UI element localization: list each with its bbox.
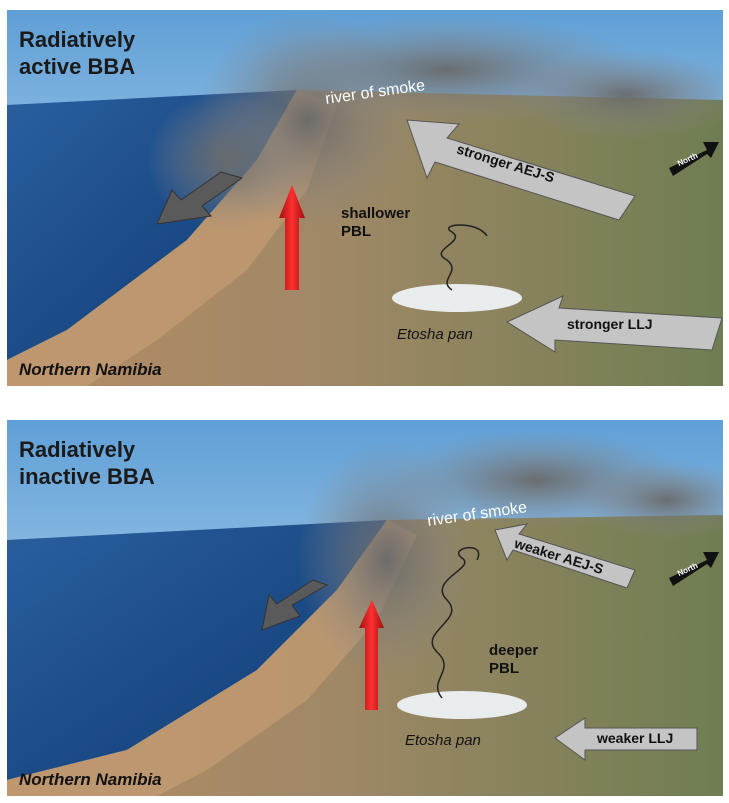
etosha-pan-label: Etosha pan xyxy=(397,326,473,343)
pbl-label: shallower PBL xyxy=(341,205,411,240)
llj-label: stronger LLJ xyxy=(567,316,653,332)
turbulence-swirl xyxy=(440,224,488,291)
turbulence-swirl xyxy=(431,547,480,699)
aej-arrow xyxy=(406,119,636,221)
ocean xyxy=(7,520,387,780)
updraft-arrow xyxy=(279,185,305,290)
llj-label: weaker LLJ xyxy=(597,730,674,746)
outflow-arrow xyxy=(261,579,329,631)
panel-radiatively-inactive: Radiatively inactive BBA Northern Namibi… xyxy=(7,420,723,796)
north-arrow xyxy=(669,142,719,176)
landscape-scene xyxy=(7,10,723,386)
region-label: Northern Namibia xyxy=(19,770,162,789)
etosha-pan-label: Etosha pan xyxy=(405,732,481,749)
etosha-pan-shape xyxy=(397,691,527,719)
panel-title: Radiatively active BBA xyxy=(19,27,136,79)
llj-arrow xyxy=(554,717,698,761)
smoke-plume xyxy=(507,50,723,140)
north-arrow xyxy=(669,552,719,586)
outflow-arrow xyxy=(156,171,244,225)
panel-radiatively-active: Radiatively active BBA Northern Namibia … xyxy=(7,10,723,386)
etosha-pan-shape xyxy=(392,284,522,312)
region-label: Northern Namibia xyxy=(19,360,162,379)
llj-arrow xyxy=(505,295,723,353)
aej-arrow xyxy=(494,523,636,589)
panel-title: Radiatively inactive BBA xyxy=(19,437,155,489)
pbl-label: deeper PBL xyxy=(489,642,539,677)
smoke-plume xyxy=(577,460,723,540)
smoke-plume xyxy=(147,90,307,230)
landscape-scene xyxy=(7,420,723,796)
updraft-arrow xyxy=(359,600,384,710)
